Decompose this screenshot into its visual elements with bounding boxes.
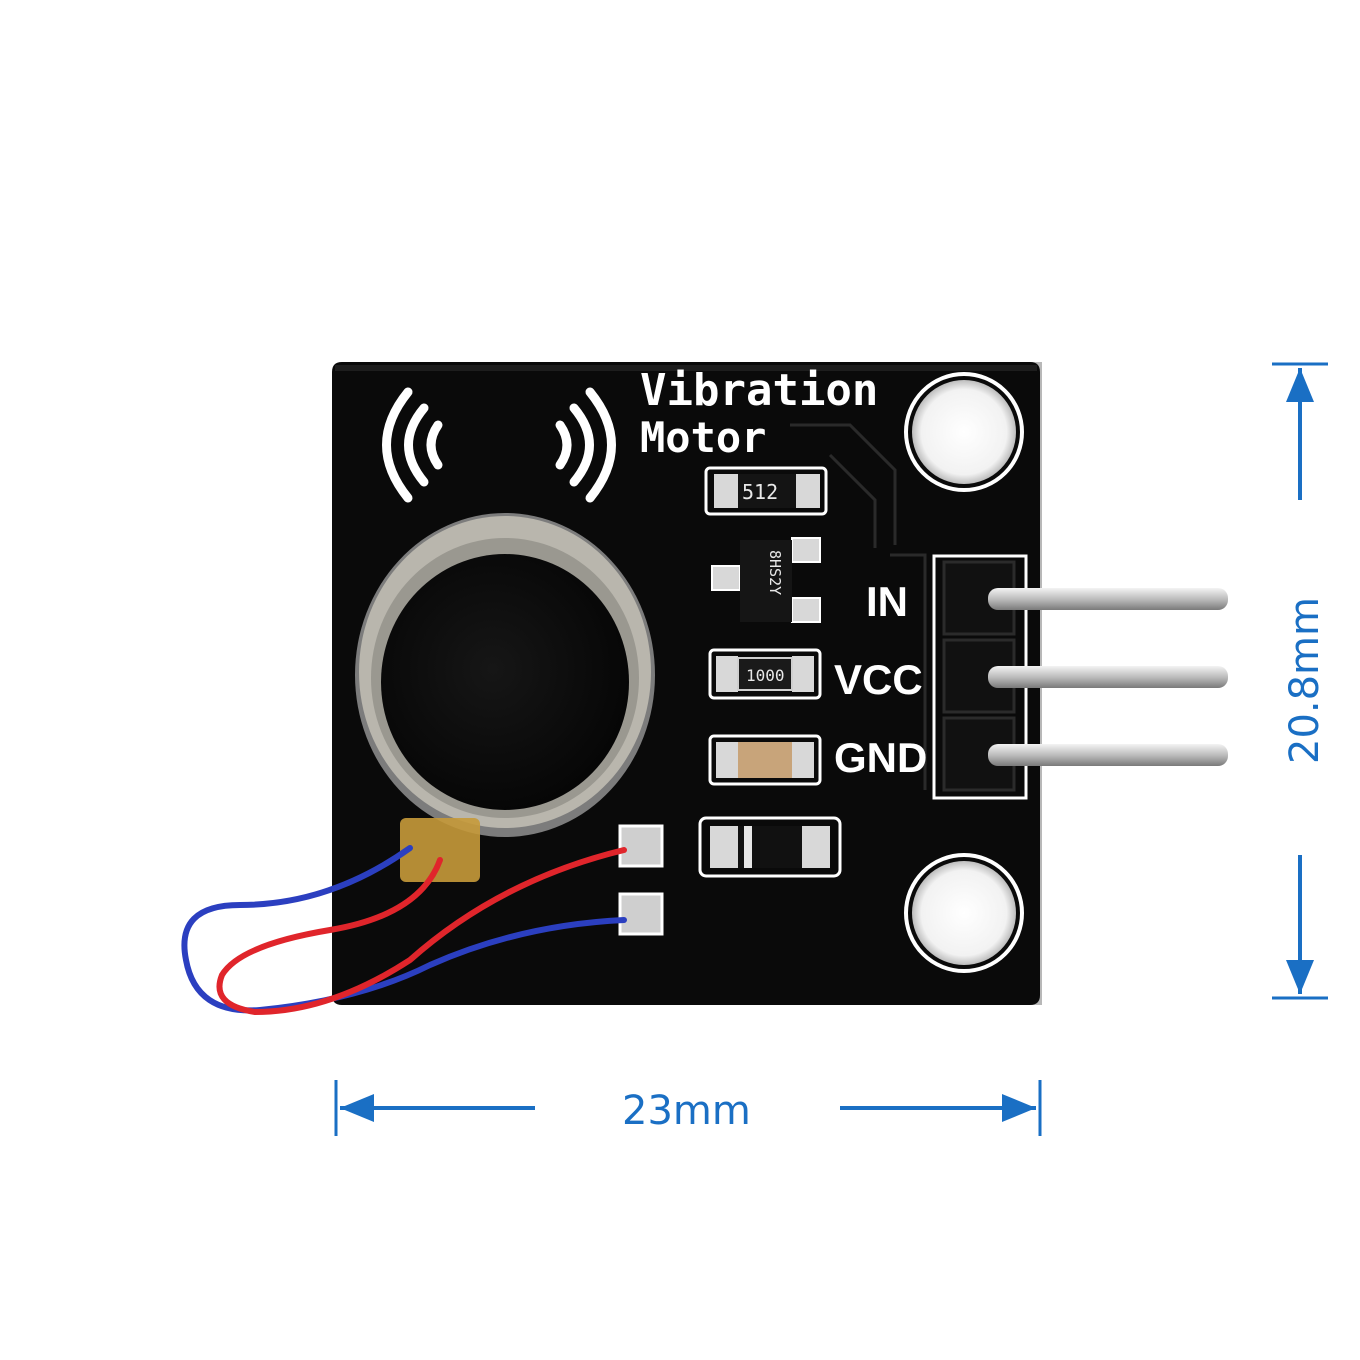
capacitor: [708, 734, 822, 786]
chip-code-512: 512: [742, 480, 778, 504]
header-pin-in: [988, 588, 1228, 610]
mounting-hole-bottom: [904, 853, 1024, 973]
diode: [698, 816, 842, 878]
board-title-line1: Vibration: [640, 365, 878, 416]
vibration-waves-icon: [382, 387, 616, 503]
header-pin-gnd: [988, 744, 1228, 766]
pin-label-in: IN: [866, 578, 908, 625]
wire-pad-top: [618, 824, 664, 868]
header-pin-vcc: [988, 666, 1228, 688]
motor-wires: [181, 845, 627, 1016]
wire-pad-bottom: [618, 892, 664, 936]
width-dimension: 23mm: [334, 1080, 1042, 1136]
board-title-line2: Motor: [640, 413, 766, 462]
chip-code-resistor: 1000: [746, 666, 785, 685]
height-label: 20.8mm: [1282, 597, 1328, 764]
coin-vibration-motor: [355, 513, 655, 882]
height-dimension: 20.8mm: [1272, 362, 1328, 1000]
silkscreen-traces: [790, 423, 927, 790]
resistor-1000: 1000: [708, 648, 822, 700]
chip-code-transistor: 8HS2Y: [766, 550, 784, 595]
pin-label-gnd: GND: [834, 734, 927, 781]
resistor-chip-512: 512: [704, 466, 828, 516]
pin-label-vcc: VCC: [834, 656, 923, 703]
width-label: 23mm: [622, 1088, 751, 1134]
mounting-hole-top: [904, 372, 1024, 492]
transistor-sot23: 8HS2Y: [711, 537, 821, 623]
